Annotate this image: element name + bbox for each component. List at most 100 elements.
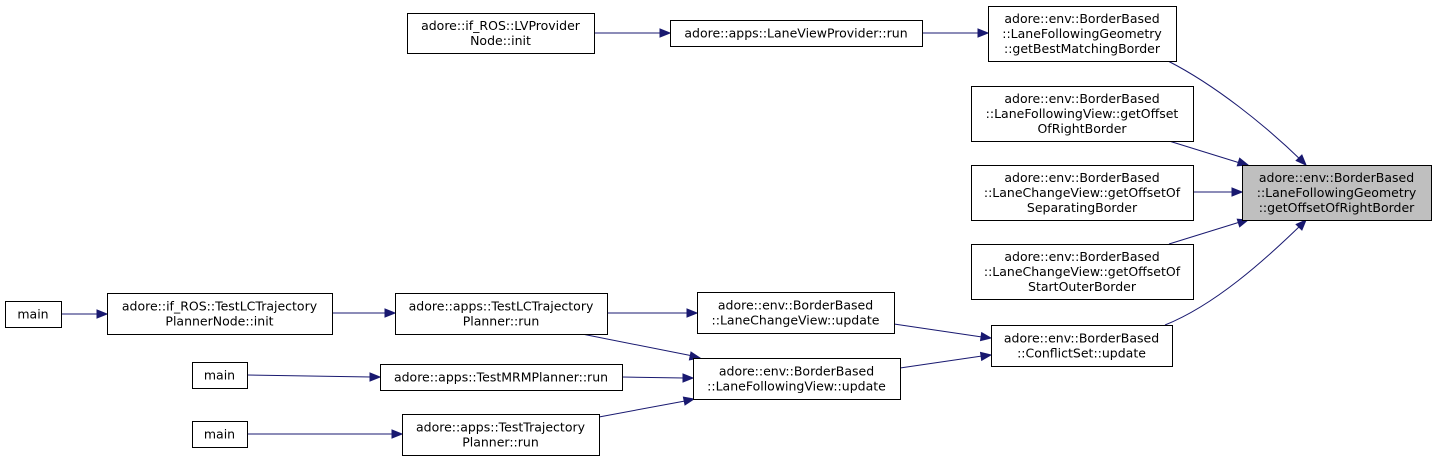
edge-testLCTrajectoryPlannerNode_init-to-testLCTrajectoryPlanner_run [332,308,397,318]
node-box [5,301,62,328]
node-testLCTrajectoryPlanner_run[interactable]: adore::apps::TestLCTrajectoryPlanner::ru… [395,293,608,335]
edge-lvProviderNode_init-to-laneViewProvider_run [594,28,672,38]
node-label-line: adore::env::BorderBased [1004,11,1159,26]
edge-testTrajectoryPlanner_run-to-laneFollowingView_update [598,396,696,418]
node-label-line: ::getOffsetOfRightBorder [1259,200,1415,215]
node-lfv_getOffsetOfRightBorder[interactable]: adore::env::BorderBased::LaneFollowingVi… [971,86,1194,142]
arrowhead-icon [384,308,397,318]
node-label-line: adore::env::BorderBased [719,364,874,379]
edge-line [598,400,686,418]
edge-line [246,374,372,378]
node-box [395,293,608,335]
node-box [192,421,248,448]
edge-testMRMPlanner_run-to-laneFollowingView_update [621,373,695,383]
node-target[interactable]: adore::env::BorderBased::LaneFollowingGe… [1242,165,1432,221]
node-box [697,292,895,334]
edge-line [1168,140,1241,164]
edge-line [1164,223,1303,326]
node-box [192,362,248,389]
node-label-line: adore::apps::LaneViewProvider::run [684,26,907,41]
node-testLCTrajectoryPlannerNode_init[interactable]: adore::if_ROS::TestLCTrajectoryPlannerNo… [107,293,333,335]
node-box [971,86,1194,142]
node-box [402,414,600,456]
node-laneFollowingView_update[interactable]: adore::env::BorderBased::LaneFollowingVi… [693,358,901,400]
node-conflictSet_update[interactable]: adore::env::BorderBased::ConflictSet::up… [991,325,1173,367]
node-label-line: SeparatingBorder [1027,200,1138,215]
edge-lcv_getOffsetOfStartOuterBorder-to-target [1168,218,1250,245]
edge-testLCTrajectoryPlanner_run-to-laneChangeView_update [607,308,699,318]
arrowhead-icon [369,372,382,382]
node-box [107,293,333,335]
node-main1[interactable]: main [5,301,62,328]
node-box [670,20,923,47]
node-label-line: adore::if_ROS::LVProvider [421,18,581,33]
node-label-line: adore::if_ROS::TestLCTrajectory [122,299,318,314]
node-main3[interactable]: main [192,421,248,448]
node-box [988,6,1177,62]
nodes-layer: adore::env::BorderBased::LaneFollowingGe… [5,6,1432,456]
node-box [971,244,1194,300]
node-label-line: adore::env::BorderBased [1004,170,1159,185]
node-box [971,165,1194,221]
node-box [693,358,901,400]
node-main2[interactable]: main [192,362,248,389]
edge-line [1167,60,1304,163]
node-label-line: ::LaneChangeView::update [712,313,880,328]
node-label-line: adore::apps::TestTrajectory [416,420,586,435]
node-box [991,325,1173,367]
arrowhead-icon [686,308,699,318]
node-label-line: ::LaneChangeView::getOffsetOf [984,185,1181,200]
edge-line [581,333,694,357]
edge-testLCTrajectoryPlanner_run-to-laneFollowingView_update [581,333,702,361]
node-testMRMPlanner_run[interactable]: adore::apps::TestMRMPlanner::run [380,364,623,391]
node-label-line: Planner::run [462,435,539,450]
node-laneViewProvider_run[interactable]: adore::apps::LaneViewProvider::run [670,20,923,47]
node-label-line: PlannerNode::init [165,314,273,329]
node-label-line: adore::env::BorderBased [718,298,873,313]
arrowhead-icon [391,429,404,439]
edge-line [893,323,983,338]
node-lcv_getOffsetOfSeparatingBorder[interactable]: adore::env::BorderBased::LaneChangeView:… [971,165,1194,221]
node-box [380,364,623,391]
node-label-line: adore::env::BorderBased [1259,170,1414,185]
arrowhead-icon [659,28,672,38]
node-label-line: ::LaneFollowingGeometry [1002,26,1162,41]
edge-getBestMatchingBorder-to-target [1167,60,1307,166]
edge-laneChangeView_update-to-conflictSet_update [893,323,993,342]
node-label-line: ::LaneFollowingGeometry [1257,185,1417,200]
node-label-line: adore::env::BorderBased [1004,331,1159,346]
arrowhead-icon [682,396,696,406]
node-label-line: main [204,427,235,442]
node-label-line: ::LaneFollowingView::getOffset [986,106,1179,121]
node-label-line: main [17,307,48,322]
edge-laneFollowingView_update-to-conflictSet_update [899,351,993,369]
node-getBestMatchingBorder[interactable]: adore::env::BorderBased::LaneFollowingGe… [988,6,1177,62]
edge-lfv_getOffsetOfRightBorder-to-target [1168,140,1250,167]
node-label-line: Planner::run [463,314,540,329]
arrowhead-icon [977,28,990,38]
edge-main3-to-testTrajectoryPlanner_run [247,429,404,439]
edge-lcv_getOffsetOfSeparatingBorder-to-target [1193,187,1244,197]
edge-line [621,376,685,379]
node-lcv_getOffsetOfStartOuterBorder[interactable]: adore::env::BorderBased::LaneChangeView:… [971,244,1194,300]
edge-main2-to-testMRMPlanner_run [246,372,382,382]
arrowhead-icon [979,351,993,362]
node-label-line: ::ConflictSet::update [1017,346,1146,361]
node-label-line: adore::apps::TestLCTrajectory [409,299,594,314]
edge-line [899,355,983,369]
edge-line [1168,221,1241,245]
arrowhead-icon [1295,219,1307,231]
node-label-line: ::LaneFollowingView::update [707,379,886,394]
node-label-line: adore::apps::TestMRMPlanner::run [394,370,608,385]
node-laneChangeView_update[interactable]: adore::env::BorderBased::LaneChangeView:… [697,292,895,334]
arrowhead-icon [682,373,695,383]
node-label-line: ::LaneChangeView::getOffsetOf [984,264,1181,279]
node-label-line: ::getBestMatchingBorder [1004,41,1161,56]
edge-main1-to-testLCTrajectoryPlannerNode_init [61,309,109,319]
node-box [407,13,595,54]
arrowhead-icon [96,309,109,319]
arrowhead-icon [1231,187,1244,197]
arrowhead-icon [979,331,993,342]
